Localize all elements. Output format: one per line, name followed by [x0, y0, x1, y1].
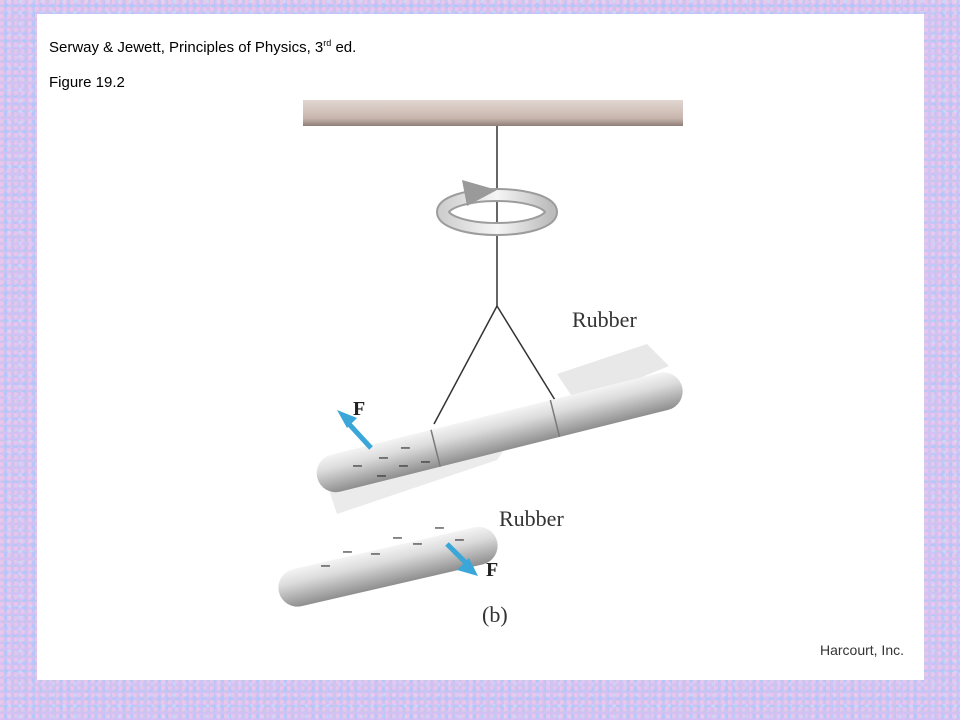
charge-mark: –: [371, 545, 380, 562]
rubber-rods-figure: – – – – – – – – – – – – –: [278, 100, 683, 627]
label-rubber-bottom: Rubber: [499, 506, 564, 531]
charge-mark: –: [455, 531, 464, 548]
v-string-left: [433, 305, 498, 425]
force-arrow-bottom-icon: [445, 542, 478, 576]
v-string-right: [496, 305, 556, 401]
rotation-arrow-icon: [436, 180, 558, 236]
figure-sublabel: (b): [482, 602, 508, 627]
rod-motion-ghost-top: [557, 344, 669, 404]
charge-mark: –: [401, 439, 410, 456]
force-arrow-top-icon: [337, 410, 373, 450]
charge-mark: –: [343, 543, 352, 560]
label-rubber-top: Rubber: [572, 307, 637, 332]
slide: Serway & Jewett, Principles of Physics, …: [37, 14, 924, 680]
charge-mark: –: [435, 519, 444, 536]
citation-text: Serway & Jewett, Principles of Physics, …: [49, 38, 357, 56]
charge-mark: –: [421, 453, 430, 470]
figure-label: Figure 19.2: [49, 74, 125, 91]
lower-rod-charges: – – – – – – –: [321, 519, 464, 574]
charge-mark: –: [393, 529, 402, 546]
publisher-credit: Harcourt, Inc.: [819, 642, 904, 658]
rod-motion-ghost-bottom: [327, 446, 507, 514]
hanging-rubber-rod: [316, 372, 683, 493]
charge-mark: –: [377, 467, 386, 484]
ceiling-bar: [303, 100, 683, 126]
label-force-bottom: F: [486, 559, 498, 581]
charge-mark: –: [321, 557, 330, 574]
charge-mark: –: [379, 449, 388, 466]
lower-rubber-rod: [278, 526, 498, 607]
hanging-rod-charges: – – – – – –: [353, 439, 430, 484]
charge-mark: –: [399, 457, 408, 474]
charge-mark: –: [413, 535, 422, 552]
label-force-top: F: [353, 398, 365, 420]
charge-mark: –: [353, 457, 362, 474]
